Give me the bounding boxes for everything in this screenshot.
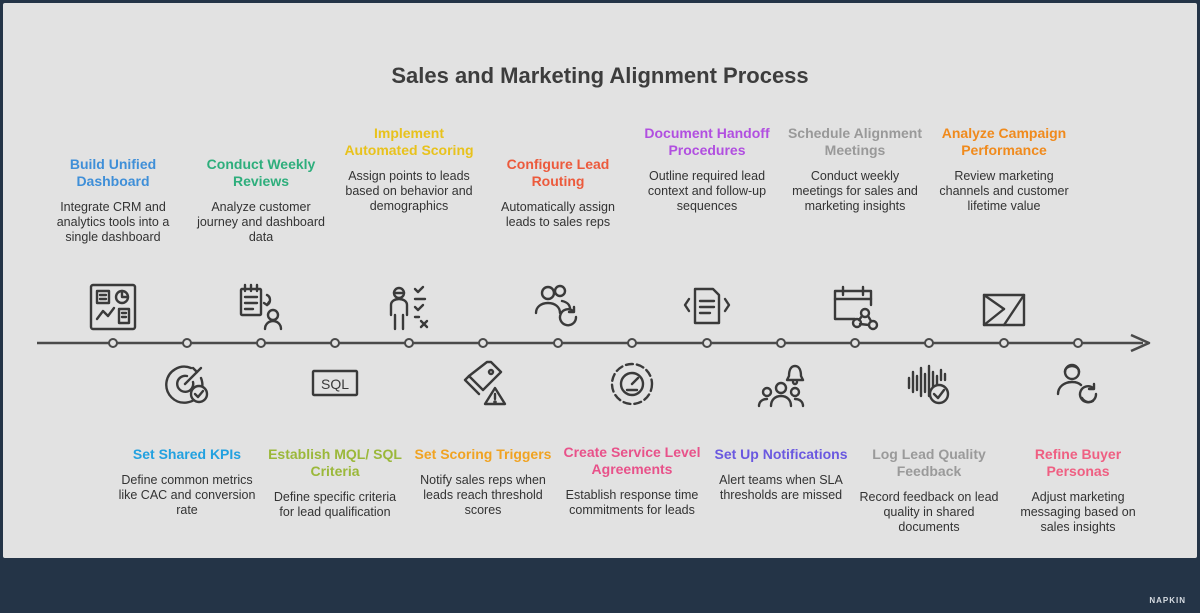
step-refine-buyer-personas: Refine Buyer Personas Adjust marketing m… [1008, 446, 1148, 535]
dashboard-icon [87, 281, 139, 333]
diagram-title: Sales and Marketing Alignment Process [391, 63, 809, 88]
step-heading: Build Unified Dashboard [69, 156, 157, 189]
step-conduct-weekly-reviews: Conduct Weekly Reviews Analyze customer … [191, 156, 331, 245]
timeline-node [404, 338, 414, 348]
step-heading: Document Handoff Procedures [644, 125, 770, 158]
step-description: Automatically assign leads to sales reps [501, 200, 615, 229]
step-build-unified-dashboard: Build Unified Dashboard Integrate CRM an… [43, 156, 183, 245]
document-arrows-icon [681, 281, 733, 333]
person-checklist-icon [383, 281, 435, 333]
step-heading: Analyze Campaign Performance [941, 125, 1067, 158]
step-set-scoring-triggers: Set Scoring Triggers Notify sales reps w… [413, 446, 553, 518]
step-description: Define common metrics like CAC and conve… [118, 473, 256, 517]
svg-text:SQL: SQL [321, 376, 349, 392]
step-description: Define specific criteria for lead qualif… [273, 490, 397, 519]
timeline-node [924, 338, 934, 348]
step-description: Review marketing channels and customer l… [939, 169, 1069, 213]
users-refresh-icon [532, 281, 584, 333]
footer-logo: NAPKIN [1149, 596, 1186, 605]
step-heading: Create Service Level Agreements [563, 444, 701, 477]
gauge-icon [606, 358, 658, 410]
timeline-node [256, 338, 266, 348]
step-description: Adjust marketing messaging based on sale… [1020, 490, 1136, 534]
sql-icon: SQL [309, 358, 361, 410]
step-set-up-notifications: Set Up Notifications Alert teams when SL… [711, 446, 851, 503]
step-description: Analyze customer journey and dashboard d… [197, 200, 325, 244]
step-heading: Set Scoring Triggers [414, 446, 552, 462]
persona-refresh-icon [1052, 358, 1104, 410]
step-heading: Establish MQL/ SQL Criteria [268, 446, 402, 479]
step-configure-lead-routing: Configure Lead Routing Automatically ass… [488, 156, 628, 230]
step-description: Integrate CRM and analytics tools into a… [56, 200, 170, 244]
calendar-share-icon [829, 281, 881, 333]
target-check-icon [161, 358, 213, 410]
timeline-node [478, 338, 488, 348]
timeline-arrowhead [1130, 333, 1151, 353]
chart-triangle-icon [978, 281, 1030, 333]
timeline-node [553, 338, 563, 348]
step-heading: Configure Lead Routing [506, 156, 610, 189]
timeline-node [330, 338, 340, 348]
diagram-canvas: Sales and Marketing Alignment Process Bu… [3, 3, 1197, 558]
step-establish-mql-sql-criteria: Establish MQL/ SQL Criteria Define speci… [265, 446, 405, 520]
step-description: Alert teams when SLA thresholds are miss… [719, 473, 843, 502]
step-description: Record feedback on lead quality in share… [859, 490, 999, 534]
timeline-node [702, 338, 712, 348]
review-checklist-icon [235, 281, 287, 333]
step-set-shared-kpis: Set Shared KPIs Define common metrics li… [117, 446, 257, 518]
tag-alert-icon [457, 358, 509, 410]
timeline-node [1073, 338, 1083, 348]
step-analyze-campaign-performance: Analyze Campaign Performance Review mark… [934, 125, 1074, 214]
soundwave-check-icon [903, 358, 955, 410]
step-description: Establish response time commitments for … [565, 488, 699, 517]
timeline-node [627, 338, 637, 348]
timeline-node [776, 338, 786, 348]
step-heading: Log Lead Quality Feedback [872, 446, 986, 479]
step-description: Conduct weekly meetings for sales and ma… [792, 169, 918, 213]
step-create-service-level-agreements: Create Service Level Agreements Establis… [562, 444, 702, 518]
step-schedule-alignment-meetings: Schedule Alignment Meetings Conduct week… [785, 125, 925, 214]
timeline-node [999, 338, 1009, 348]
step-heading: Implement Automated Scoring [344, 125, 474, 158]
step-implement-automated-scoring: Implement Automated Scoring Assign point… [339, 125, 479, 214]
step-description: Notify sales reps when leads reach thres… [420, 473, 546, 517]
team-bell-icon [755, 358, 807, 410]
timeline-node [108, 338, 118, 348]
timeline-node [182, 338, 192, 348]
step-log-lead-quality-feedback: Log Lead Quality Feedback Record feedbac… [859, 446, 999, 535]
step-heading: Set Shared KPIs [132, 446, 242, 462]
step-heading: Set Up Notifications [714, 446, 848, 462]
timeline [37, 333, 1151, 353]
step-document-handoff-procedures: Document Handoff Procedures Outline requ… [637, 125, 777, 214]
step-heading: Refine Buyer Personas [1034, 446, 1122, 479]
timeline-node [850, 338, 860, 348]
step-description: Assign points to leads based on behavior… [345, 169, 473, 213]
step-description: Outline required lead context and follow… [647, 169, 767, 213]
step-heading: Schedule Alignment Meetings [787, 125, 923, 158]
step-heading: Conduct Weekly Reviews [206, 156, 316, 189]
